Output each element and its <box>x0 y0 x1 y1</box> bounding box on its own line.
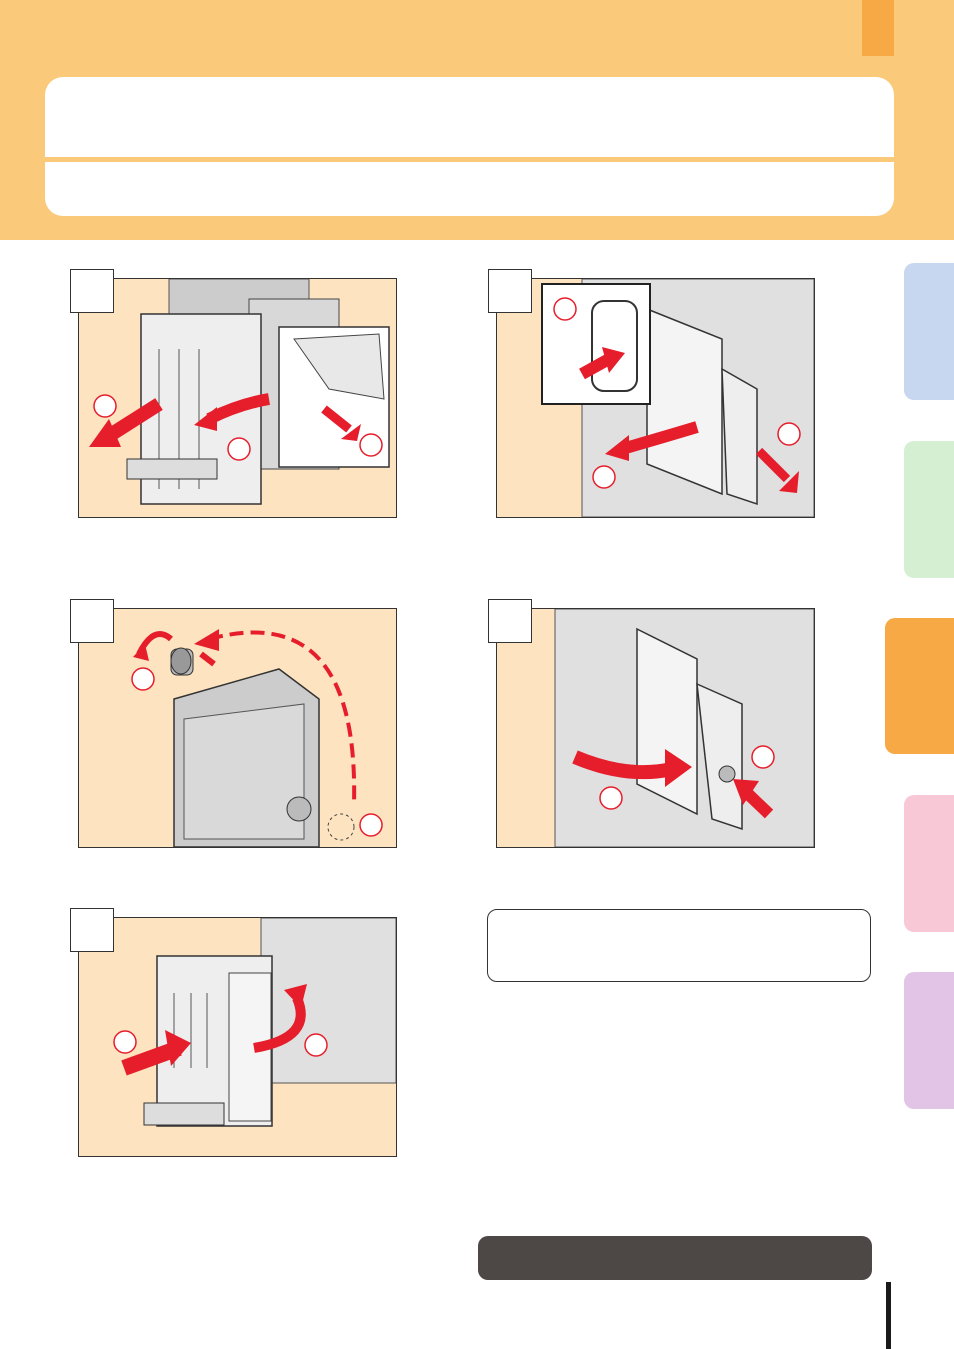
side-tab-purple[interactable] <box>904 972 954 1109</box>
push-finisher-back-icon <box>113 918 396 1127</box>
open-cover-remove-toner-box-icon <box>541 279 814 517</box>
side-tab-green[interactable] <box>904 441 954 578</box>
dark-footer-bar <box>478 1236 872 1280</box>
title-box <box>45 77 894 216</box>
step2-badge <box>488 269 532 313</box>
step3-illustration <box>78 608 397 848</box>
step4-illustration <box>496 608 815 848</box>
note-box <box>487 909 871 982</box>
page-edge-rule <box>886 1282 891 1349</box>
step5-badge <box>70 908 114 952</box>
header-chapter-tab <box>862 0 894 56</box>
side-tab-pink[interactable] <box>904 795 954 932</box>
title-divider <box>45 157 894 162</box>
finisher-pull-out-icon <box>89 279 390 505</box>
step4-badge <box>488 599 532 643</box>
install-box-close-cover-icon <box>554 609 814 847</box>
step2-illustration <box>496 278 815 518</box>
side-tab-blue[interactable] <box>904 263 954 400</box>
step1-illustration <box>78 278 397 518</box>
step1-badge <box>70 269 114 313</box>
side-tab-orange-active[interactable] <box>885 618 954 754</box>
cap-toner-box-icon <box>131 629 383 847</box>
step3-badge <box>70 599 114 643</box>
step5-illustration <box>78 917 397 1157</box>
